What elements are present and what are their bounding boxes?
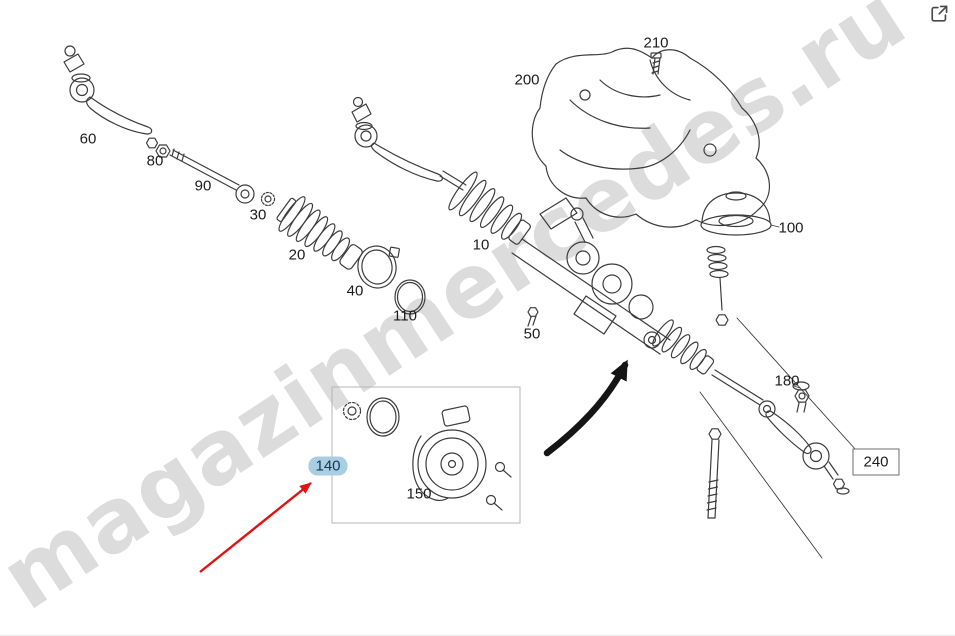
pointer-arrow	[199, 482, 312, 573]
part-label-110[interactable]: 110	[393, 307, 417, 325]
part-label-10[interactable]: 10	[472, 236, 490, 254]
steering-boot-drawing	[276, 196, 363, 270]
part-label-240-boxed[interactable]: 240	[852, 448, 900, 476]
part-label-180[interactable]: 180	[774, 372, 800, 390]
inset-detail-box	[331, 386, 521, 524]
part-label-80[interactable]: 80	[146, 152, 164, 170]
part-label-90[interactable]: 90	[194, 177, 212, 195]
part-label-140-selected[interactable]: 140	[308, 456, 348, 476]
part-label-20[interactable]: 20	[288, 246, 306, 264]
reference-arrow	[543, 359, 629, 457]
watermark-text: magazinmercedes.ru	[0, 0, 924, 630]
tie-rod-end-left-drawing	[63, 45, 153, 135]
boot-clamp-drawing	[357, 245, 400, 289]
lock-nut-drawing	[145, 137, 171, 158]
part-label-150[interactable]: 150	[406, 485, 432, 503]
mounting-bolt-drawing	[706, 428, 722, 519]
part-label-60[interactable]: 60	[79, 130, 97, 148]
part-label-30[interactable]: 30	[249, 206, 267, 224]
steering-gear-drawing	[351, 96, 776, 418]
part-label-100[interactable]: 100	[778, 219, 804, 237]
motor-drawing	[342, 397, 512, 511]
part-label-210[interactable]: 210	[643, 34, 669, 52]
inner-tie-rod-drawing	[169, 148, 255, 204]
seal-ring-drawing	[394, 279, 426, 315]
part-label-200[interactable]: 200	[514, 71, 540, 89]
bolt-50-drawing	[527, 307, 539, 327]
repair-kit-bracket-lines	[699, 224, 857, 559]
part-label-40[interactable]: 40	[346, 282, 364, 300]
lock-washer-drawing	[260, 191, 276, 207]
tie-rod-end-right-drawing	[765, 381, 850, 495]
part-label-50[interactable]: 50	[523, 325, 541, 343]
rubber-mount-drawing	[700, 191, 772, 326]
shield-bolt-drawing	[650, 52, 662, 75]
line-art	[63, 45, 857, 559]
external-link-icon[interactable]	[929, 4, 949, 24]
